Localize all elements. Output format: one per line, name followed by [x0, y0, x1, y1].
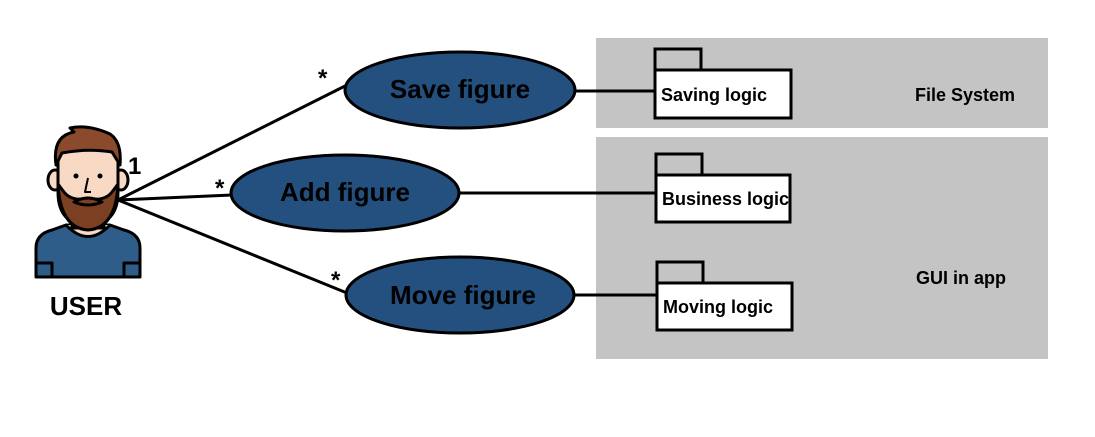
association-add: [117, 193, 233, 202]
package-label-moving: Moving logic: [663, 297, 773, 317]
multiplicity-actor: 1: [128, 153, 141, 180]
use-case-label-move: Move figure: [390, 280, 536, 310]
actor-associations: [117, 84, 348, 295]
use-case-label-save: Save figure: [390, 74, 530, 104]
package-label-saving: Saving logic: [661, 85, 767, 105]
association-save: [117, 84, 346, 202]
package-label-business: Business logic: [662, 189, 789, 209]
multiplicity-move: *: [331, 267, 341, 294]
zone-label-file-system: File System: [915, 85, 1015, 105]
use-case-label-add: Add figure: [280, 177, 410, 207]
bearded-user-icon: [34, 125, 142, 279]
package-body-saving: [653, 68, 793, 120]
package-business-logic[interactable]: [654, 152, 792, 224]
use-case-add-figure[interactable]: Add figure: [229, 153, 461, 233]
multiplicity-add: *: [215, 175, 225, 202]
package-moving-logic[interactable]: [655, 260, 794, 332]
package-saving-logic[interactable]: [653, 47, 793, 120]
multiplicity-save: *: [318, 65, 328, 92]
package-body-moving: [655, 281, 794, 332]
zone-label-gui-in-app: GUI in app: [916, 268, 1006, 288]
package-body-business: [654, 173, 792, 224]
use-case-save-figure[interactable]: Save figure: [343, 50, 577, 130]
association-move: [117, 198, 348, 295]
actor-name: USER: [50, 291, 122, 321]
use-case-move-figure[interactable]: Move figure: [344, 255, 576, 335]
